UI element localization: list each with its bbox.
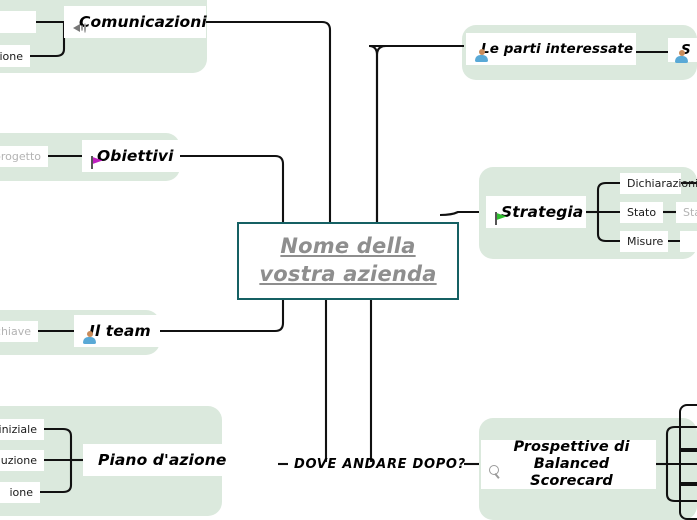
central-node-text: Nome della vostra azienda [259, 233, 436, 288]
node-piano-azione-child-3-label: ione [9, 486, 33, 499]
central-node[interactable]: Nome della vostra azienda [237, 222, 459, 300]
node-piano-azione-label: Piano d'azione [98, 451, 227, 469]
node-parti-interessate-child-1-label: S [681, 42, 691, 58]
node-dove-andare-dopo[interactable]: DOVE ANDARE DOPO? [284, 453, 466, 475]
node-comunicazioni-child-2-label: azione [0, 49, 23, 63]
node-balanced-scorecard-text: Prospettive di Balanced Scorecard [495, 439, 648, 490]
node-obiettivi-child-1-label: l progetto [0, 150, 41, 163]
node-strategia-grandchild-stato-label: Stat [683, 206, 697, 219]
node-balanced-scorecard-line2: Balanced Scorecard [530, 455, 613, 490]
node-strategia-child-1[interactable]: Dichiarazioni [620, 173, 697, 194]
node-piano-azione-child-2-label: secuzione [0, 454, 37, 467]
node-piano-azione-child-3[interactable]: ione [0, 482, 40, 503]
node-strategia-child-3-label: Misure [627, 235, 664, 248]
node-balanced-scorecard-child-1[interactable] [679, 404, 697, 450]
node-balanced-scorecard[interactable]: Prospettive di Balanced Scorecard [481, 439, 656, 490]
node-strategia-child-2-grandchild[interactable]: Stat [676, 202, 697, 223]
node-il-team-child-1-label: li chiave [0, 325, 31, 338]
node-piano-azione-child-2[interactable]: secuzione [0, 450, 44, 471]
node-il-team-child-1[interactable]: li chiave [0, 321, 38, 342]
node-strategia-child-3-grandchild[interactable] [680, 231, 697, 252]
node-obiettivi-child-1[interactable]: l progetto [0, 146, 48, 167]
node-comunicazioni-label: Comunicazioni [79, 13, 207, 31]
node-piano-azione[interactable]: Piano d'azione [83, 444, 226, 476]
node-piano-azione-child-1-label: ase iniziale [0, 423, 37, 436]
node-obiettivi-label: Obiettivi [97, 147, 174, 165]
node-strategia-label: Strategia [501, 203, 584, 221]
node-il-team-label: Il team [89, 322, 151, 340]
node-dove-andare-dopo-label: DOVE ANDARE DOPO? [294, 456, 466, 472]
node-piano-azione-child-1[interactable]: ase iniziale [0, 419, 44, 440]
central-node-line2: vostra azienda [259, 262, 437, 286]
node-comunicazioni[interactable]: Comunicazioni [64, 6, 207, 38]
node-obiettivi[interactable]: Obiettivi [82, 140, 180, 172]
node-balanced-scorecard-child-3[interactable] [679, 484, 697, 520]
central-node-line1: Nome della [280, 234, 416, 259]
node-strategia-child-2[interactable]: Stato [620, 202, 663, 223]
node-strategia[interactable]: Strategia [486, 196, 586, 228]
node-parti-interessate-label: Le parti interessate [481, 41, 634, 57]
node-parti-interessate-child-1[interactable]: S [668, 38, 697, 63]
node-balanced-scorecard-line1: Prospettive di [513, 438, 630, 455]
node-il-team[interactable]: Il team [74, 315, 160, 347]
node-strategia-child-3[interactable]: Misure [620, 231, 668, 252]
node-comunicazioni-child-1[interactable] [0, 11, 36, 33]
node-parti-interessate[interactable]: Le parti interessate [466, 33, 636, 65]
node-strategia-child-2-label: Stato [627, 206, 657, 219]
node-comunicazioni-child-2[interactable]: azione [0, 45, 30, 67]
node-balanced-scorecard-child-2[interactable] [679, 450, 697, 484]
node-strategia-child-1-label: Dichiarazioni [627, 177, 697, 190]
